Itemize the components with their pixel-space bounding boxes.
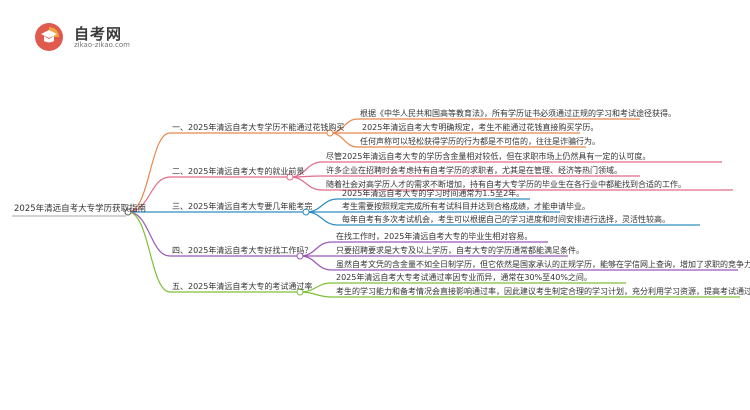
branch-3-title: 三、2025年清远自考大专要几年能考完 [172,202,313,211]
branch-4-junction [296,252,304,260]
branch-1-connectors [127,118,640,213]
branch-1-title: 一、2025年清远自考大专学历不能通过花钱购买 [172,123,345,132]
branch-2-junction [286,173,294,181]
branch-5-item-2: 考生的学习能力和备考情况会直接影响通过率，因此建议考生制定合理的学习计划，充分利… [336,287,750,296]
branch-4-item-1: 在找工作时，2025年清远自考大专的毕业生相对容易。 [336,232,533,241]
branch-3-item-3: 每年自考有多次考试机会，考生可以根据自己的学习进度和时间安排进行选择，灵活性较高… [342,215,670,224]
branch-3-item-1: 2025年清远自考大专的学习时间通常为1.5至2年。 [342,189,525,198]
root-junction [124,208,132,216]
site-name: 自考网 [74,25,123,43]
branch-1-item-1: 根据《中华人民共和国高等教育法》，所有学历证书必须通过正规的学习和考试途径获得。 [360,109,676,118]
root-to-branch-1-line [127,132,330,213]
branch-5-item-1: 2025年清远自考大专考试通过率因专业而异，通常在30%至40%之间。 [336,273,592,282]
branch-5-junction [296,288,304,296]
branch-1-junction [326,129,334,137]
graduation-cap-icon [35,23,63,51]
branch-4-item-3: 虽然自考文凭的含金量不如全日制学历，但它依然是国家承认的正规学历，能够在学信网上… [336,260,750,269]
branch-3-junction [302,208,310,216]
branch-2-item-2: 许多企业在招聘时会考虑持有自考学历的求职者，尤其是在管理、经济等热门领域。 [326,166,622,175]
branch-1-child-3-line [329,132,586,148]
branch-2-title: 二、2025年清远自考大专的就业前景 [172,167,305,176]
branch-2-child-2-line [289,175,640,178]
site-domain: zikao-zikao.com [74,41,130,49]
branch-2-item-1: 尽管2025年清远自考大专的学历含金量相对较低，但在求职市场上仍然具有一定的认可… [326,152,651,161]
branch-4-child-3-line [299,255,738,271]
branch-4-item-2: 只要招聘要求是大专及以上学历，自考大专的学历通常都能满足条件。 [336,246,584,255]
branch-5-child-2-line [299,291,740,298]
branch-1-item-3: 任何声称可以轻松获得学历的行为都是不可信的，往往是诈骗行为。 [360,137,600,146]
branch-5-title: 五、2025年清远自考大专的考试通过率 [172,282,313,291]
branch-3-connectors [128,198,700,226]
branch-5-connectors [127,211,740,298]
branch-2-item-3: 随着社会对高学历人才的需求不断增加，持有自考大专学历的毕业生在各行业中都能找到合… [326,180,686,189]
branch-2-connectors [127,161,733,213]
branch-3-item-2: 考生需要按照规定完成所有考试科目并达到合格成绩，才能申请毕业。 [342,202,590,211]
branch-2-child-3-line [289,176,733,191]
branch-4-connectors [127,211,738,271]
mindmap-root: 2025年清远自考大专学历获取指南 [14,204,147,214]
root-to-branch-4-line [127,211,300,257]
root-to-branch-2-line [127,176,290,213]
branch-3-child-3-line [305,211,700,226]
branch-1-item-2: 2025年清远自考大专明确规定，考生不能通过花钱直接购买学历。 [362,123,599,132]
branch-4-title: 四、2025年清远自考大专好找工作吗？ [172,246,313,255]
root-to-branch-5-line [127,211,300,293]
site-logo[interactable]: 自考网 zikao-zikao.com [34,22,134,52]
